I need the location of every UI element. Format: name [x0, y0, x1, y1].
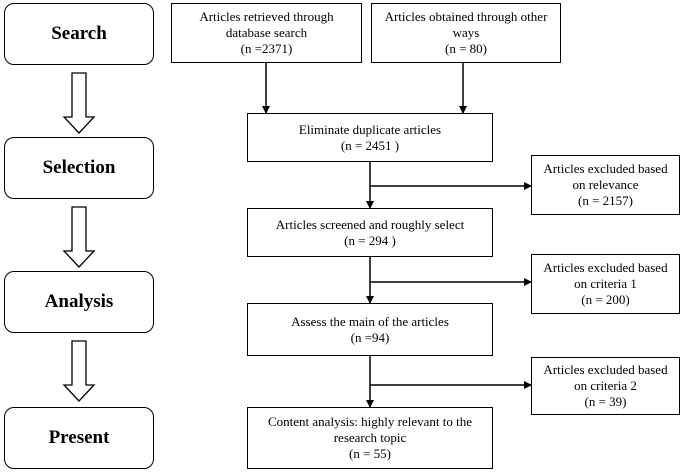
box-excl-criteria2-line1: Articles excluded based: [543, 362, 668, 377]
box-other-ways: Articles obtained through other ways (n …: [371, 3, 561, 63]
stage-analysis-label: Analysis: [44, 291, 114, 312]
box-excl-criteria1-count: (n = 200): [581, 292, 630, 307]
stage-analysis: Analysis: [4, 271, 154, 333]
box-other-ways-line1: Articles obtained through other: [384, 9, 548, 24]
box-excl-relevance-line1: Articles excluded based: [543, 161, 668, 176]
box-database-search: Articles retrieved through database sear…: [171, 3, 362, 63]
box-excl-criteria1-line1: Articles excluded based: [543, 260, 668, 275]
box-eliminate-duplicates: Eliminate duplicate articles (n = 2451 ): [247, 113, 493, 162]
box-content-count: (n = 55): [349, 446, 391, 461]
stage-selection-label: Selection: [42, 157, 116, 178]
box-content-line1: Content analysis: highly relevant to the: [268, 414, 472, 429]
box-database-search-line1: Articles retrieved through: [199, 9, 334, 24]
stage-arrow-3: [62, 340, 96, 402]
box-excl-criteria2-count: (n = 39): [584, 394, 627, 409]
box-screened-count: (n = 294 ): [344, 232, 396, 248]
box-assess-count: (n =94): [350, 329, 390, 345]
box-excl-criteria2-line2: on criteria 2: [574, 378, 637, 393]
stage-present-label: Present: [48, 427, 110, 448]
stage-arrow-1: [62, 72, 96, 134]
box-other-ways-count: (n = 80): [445, 41, 487, 56]
box-excl-criteria1-line2: on criteria 1: [574, 276, 637, 291]
stage-selection: Selection: [4, 137, 154, 199]
box-excluded-relevance: Articles excluded based on relevance (n …: [531, 155, 680, 215]
box-database-search-count: (n =2371): [240, 41, 293, 56]
box-content-line2: research topic: [333, 430, 407, 445]
stage-search-label: Search: [51, 23, 107, 44]
box-other-ways-line2: ways: [452, 25, 480, 40]
box-excluded-criteria-2: Articles excluded based on criteria 2 (n…: [531, 357, 680, 415]
box-assess-line1: Assess the main of the articles: [291, 313, 449, 329]
stage-search: Search: [4, 3, 154, 65]
box-excl-relevance-count: (n = 2157): [578, 193, 633, 208]
box-assess: Assess the main of the articles (n =94): [247, 303, 493, 356]
box-screened-line1: Articles screened and roughly select: [275, 216, 465, 232]
box-screened: Articles screened and roughly select (n …: [247, 208, 493, 257]
stage-arrow-2: [62, 206, 96, 268]
box-content-analysis: Content analysis: highly relevant to the…: [247, 407, 493, 469]
box-excl-relevance-line2: on relevance: [572, 177, 639, 192]
box-database-search-line2: database search: [225, 25, 308, 40]
stage-present: Present: [4, 407, 154, 469]
box-excluded-criteria-1: Articles excluded based on criteria 1 (n…: [531, 254, 680, 314]
box-eliminate-line1: Eliminate duplicate articles: [298, 121, 442, 137]
box-eliminate-count: (n = 2451 ): [340, 137, 400, 153]
